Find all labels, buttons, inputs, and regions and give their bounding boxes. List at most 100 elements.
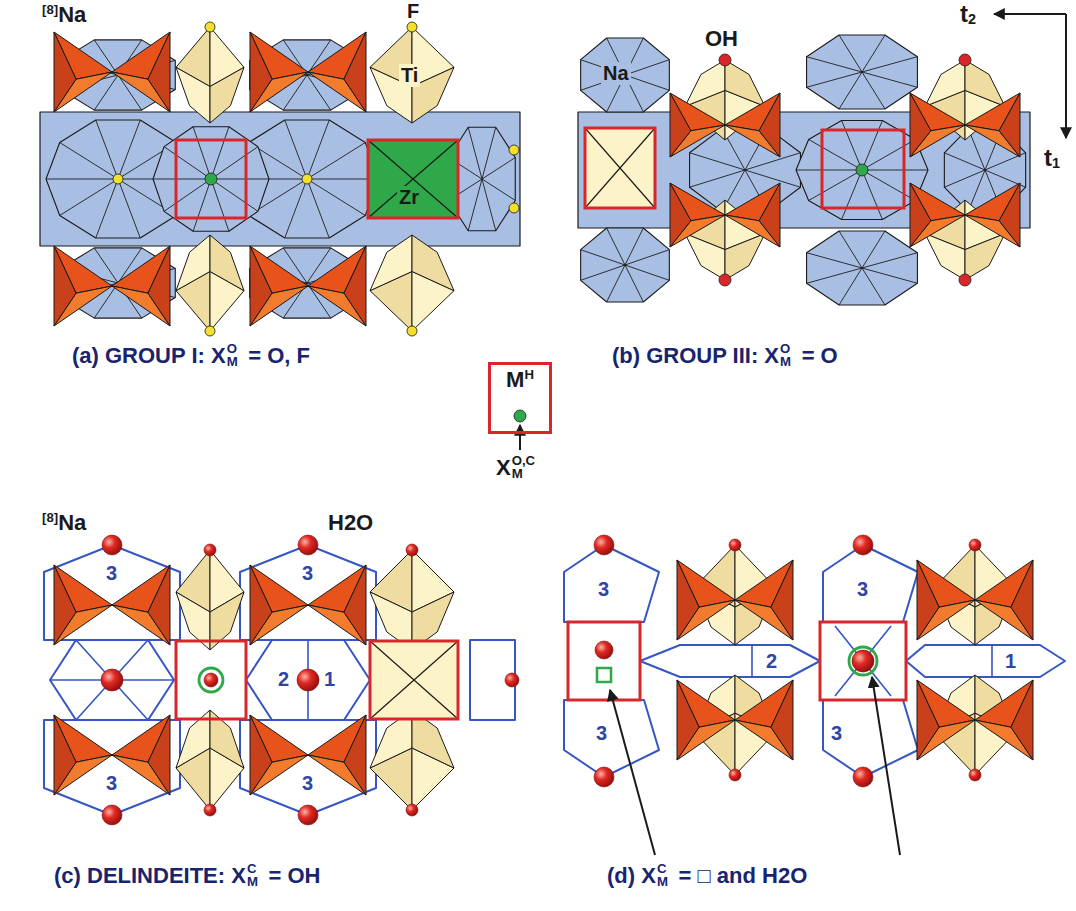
mh-anion-dot [205, 173, 217, 185]
na-bond [46, 179, 118, 180]
na-bond [807, 268, 862, 283]
na-bond [153, 179, 211, 180]
octahedron-edge [585, 128, 655, 208]
na-bond [193, 127, 211, 179]
panel-b [578, 14, 1066, 305]
h2o-sphere [204, 673, 218, 687]
axis-arrow [994, 13, 1066, 15]
octahedron-edge [368, 140, 458, 218]
h2o-sphere [595, 641, 613, 659]
h2o-sphere [594, 767, 614, 787]
h2o-sphere [852, 650, 874, 672]
na-bond [482, 179, 496, 231]
f-anion-dot [113, 174, 123, 184]
site-index: M [512, 467, 535, 480]
h2o-sphere [853, 535, 873, 555]
na-outline [564, 700, 659, 777]
octahedron-square [585, 128, 655, 208]
na-polyhedron [153, 127, 269, 232]
index-stack: CM [247, 862, 258, 888]
h2o-sphere [406, 544, 418, 556]
f-anion-dot [407, 326, 417, 336]
h2o-sphere [594, 535, 614, 555]
ti-octahedron [412, 235, 454, 291]
structure-label: Na [58, 2, 86, 27]
na-bond [991, 645, 993, 677]
si-tetrahedron [148, 565, 170, 645]
si-tetrahedron [344, 565, 366, 645]
site-index: M [227, 355, 238, 368]
na-polyhedron [581, 228, 670, 302]
na-polyhedron [807, 231, 918, 305]
green-ring [849, 647, 877, 675]
si-tetrahedron [759, 183, 780, 247]
h2o-sphere [969, 539, 981, 551]
na-bond [862, 57, 917, 72]
label-group: 1 [322, 668, 337, 691]
si-tetrahedron [759, 93, 780, 157]
na-bond [625, 265, 643, 302]
index-text: [8] [42, 510, 58, 525]
label-group: 3 [104, 562, 119, 585]
h2o-sphere [102, 805, 122, 825]
na-bond [285, 179, 307, 238]
na-polyhedron [690, 128, 801, 211]
structure-label: (c) DELINDEITE: X [54, 863, 246, 888]
label-group: [8]Na [40, 2, 88, 27]
octahedron-edge [368, 140, 458, 218]
na-bond [285, 120, 307, 179]
na-bond [862, 139, 915, 170]
structure-label: = O, F [248, 343, 310, 368]
si-tetrahedron [148, 246, 170, 326]
na-layer [40, 112, 520, 246]
si-tetrahedron [771, 680, 793, 760]
key-text: M [506, 367, 524, 392]
structure-label: = OH [269, 863, 321, 888]
structure-label: (b) GROUP III: X [612, 343, 779, 368]
key-symbol [514, 410, 526, 450]
na-bond [581, 265, 625, 280]
si-tetrahedron [54, 715, 76, 795]
label-group: 3 [855, 578, 870, 601]
na-bond [690, 170, 745, 187]
leader-arrow [519, 425, 521, 450]
index-text: [8] [42, 2, 58, 17]
mh-site-frame [585, 128, 655, 208]
axis-arrow [1065, 14, 1067, 138]
key-text-row: MH [506, 367, 534, 392]
label-group: Zr [397, 186, 421, 209]
structure-label: 1 [324, 668, 335, 691]
structure-label: 3 [106, 562, 117, 585]
ti-octahedron [725, 234, 765, 280]
na-bond [809, 170, 862, 201]
label-group: OH [703, 26, 740, 51]
si-tetrahedron [54, 565, 76, 645]
na-bond [607, 228, 625, 265]
f-anion-dot [302, 174, 312, 184]
na-bond [625, 60, 669, 75]
structure-label: X [496, 455, 511, 480]
structure-label: Na [603, 62, 629, 85]
na-bond [211, 127, 229, 179]
octahedron-edge [370, 641, 458, 719]
na-bond [862, 170, 882, 219]
h2o-sphere [853, 767, 873, 787]
si-tetrahedron [999, 183, 1020, 247]
ti-octahedron [965, 60, 1005, 106]
vacancy-square [597, 668, 611, 682]
mh-site-frame [368, 140, 458, 218]
ti-octahedron [210, 235, 244, 291]
na-outline [823, 700, 918, 777]
label-group: (a) GROUP I: XOM= O, F [70, 342, 312, 368]
structure-label: t [1044, 144, 1052, 172]
structure-label: t [960, 0, 968, 28]
label-group: 3 [594, 722, 609, 745]
ti-octahedron [370, 235, 412, 291]
site-index: M [657, 875, 668, 888]
oh-anion-dot [959, 274, 971, 286]
label-group: (d) XCM= □ and H2O [605, 862, 809, 888]
na-bond [807, 72, 862, 87]
mh-site-frame [176, 140, 246, 218]
na-bond [118, 120, 140, 179]
f-anion-dot [205, 326, 215, 336]
